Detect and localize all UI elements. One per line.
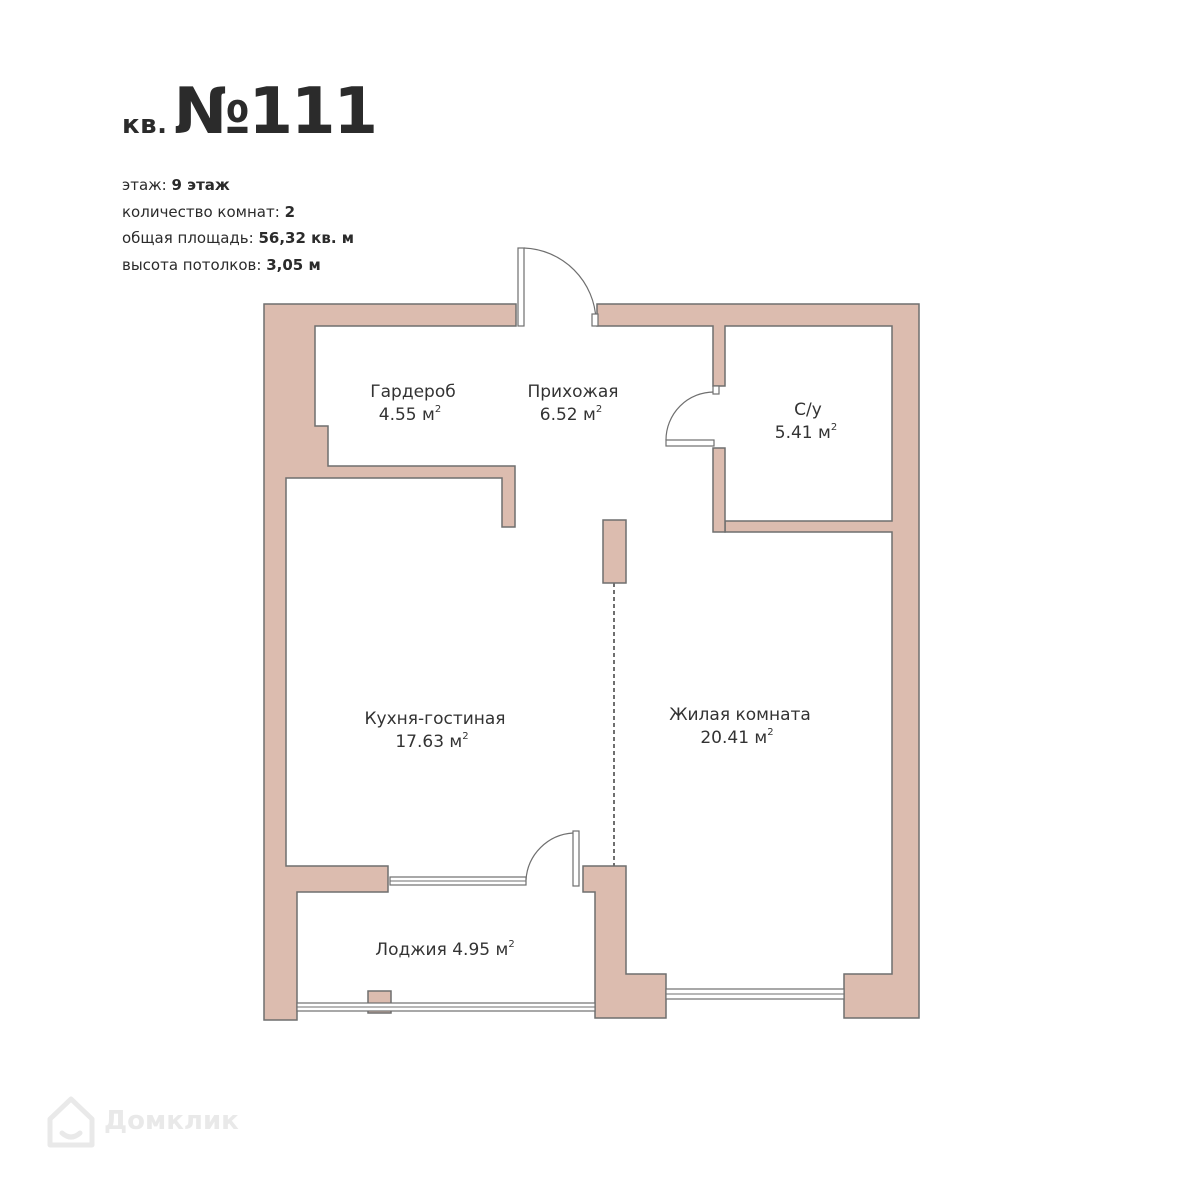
- wall-bath-stub: [712, 447, 726, 533]
- info-total-area: общая площадь: 56,32 кв. м: [122, 225, 354, 252]
- room-loggia-label: Лоджия 4.95 м2: [375, 939, 514, 960]
- room-kitchen-name: Кухня-гостиная: [364, 709, 505, 729]
- house-icon: [47, 1096, 95, 1148]
- area-superscript: 2: [508, 939, 514, 950]
- bathroom-door-leaf: [665, 439, 715, 447]
- info-value: 2: [284, 202, 295, 221]
- info-floor: этаж: 9 этаж: [122, 172, 354, 199]
- area-superscript: 2: [596, 404, 602, 415]
- area-value: 4.55 м: [379, 405, 435, 425]
- info-value: 9 этаж: [171, 176, 230, 194]
- wall-lower-middle: [582, 865, 667, 1019]
- area-superscript: 2: [462, 731, 468, 742]
- info-label: этаж:: [122, 176, 167, 194]
- room-hallway-area: 6.52 м2: [540, 404, 602, 425]
- balcony-door-leaf: [572, 830, 580, 887]
- info-value: 56,32 кв. м: [258, 229, 355, 247]
- area-superscript: 2: [767, 727, 773, 738]
- apartment-number: №111: [173, 75, 378, 149]
- apartment-info: этаж: 9 этаж количество комнат: 2 общая …: [122, 172, 354, 278]
- info-label: количество комнат:: [122, 202, 280, 221]
- info-rooms: количество комнат: 2: [122, 199, 354, 226]
- info-label: высота потолков:: [122, 255, 262, 274]
- room-wardrobe-name: Гардероб: [370, 382, 455, 402]
- apartment-title: кв. №111: [122, 75, 378, 149]
- area-superscript: 2: [831, 422, 837, 433]
- watermark-text: Домклик: [104, 1106, 239, 1136]
- room-labels: Гардероб 4.55 м2 Прихожая 6.52 м2 С/у 5.…: [364, 382, 837, 960]
- area-value: Лоджия 4.95 м: [375, 940, 508, 960]
- room-living-name: Жилая комната: [669, 705, 811, 725]
- room-bathroom-name: С/у: [794, 400, 822, 420]
- area-superscript: 2: [435, 404, 441, 415]
- info-label: общая площадь:: [122, 229, 254, 247]
- info-ceiling: высота потолков: 3,05 м: [122, 252, 354, 279]
- area-value: 6.52 м: [540, 405, 596, 425]
- room-hallway-name: Прихожая: [527, 382, 618, 402]
- area-value: 17.63 м: [395, 732, 462, 752]
- room-bathroom-area: 5.41 м2: [775, 422, 837, 443]
- room-wardrobe-area: 4.55 м2: [379, 404, 441, 425]
- balcony-door-swing: [525, 832, 574, 881]
- wall-right: [596, 303, 920, 1019]
- bathroom-door-swing: [665, 391, 715, 441]
- entrance-door-swing: [523, 247, 597, 321]
- area-value: 5.41 м: [775, 423, 831, 443]
- area-value: 20.41 м: [700, 728, 767, 748]
- entrance-door-leaf: [517, 247, 525, 327]
- info-value: 3,05 м: [266, 255, 321, 274]
- domclick-watermark: Домклик: [46, 1093, 239, 1149]
- wall-left: [263, 303, 517, 1021]
- apartment-prefix: кв.: [122, 110, 168, 140]
- room-kitchen-area: 17.63 м2: [395, 731, 468, 752]
- wall-column: [602, 519, 627, 584]
- room-living-area: 20.41 м2: [700, 727, 773, 748]
